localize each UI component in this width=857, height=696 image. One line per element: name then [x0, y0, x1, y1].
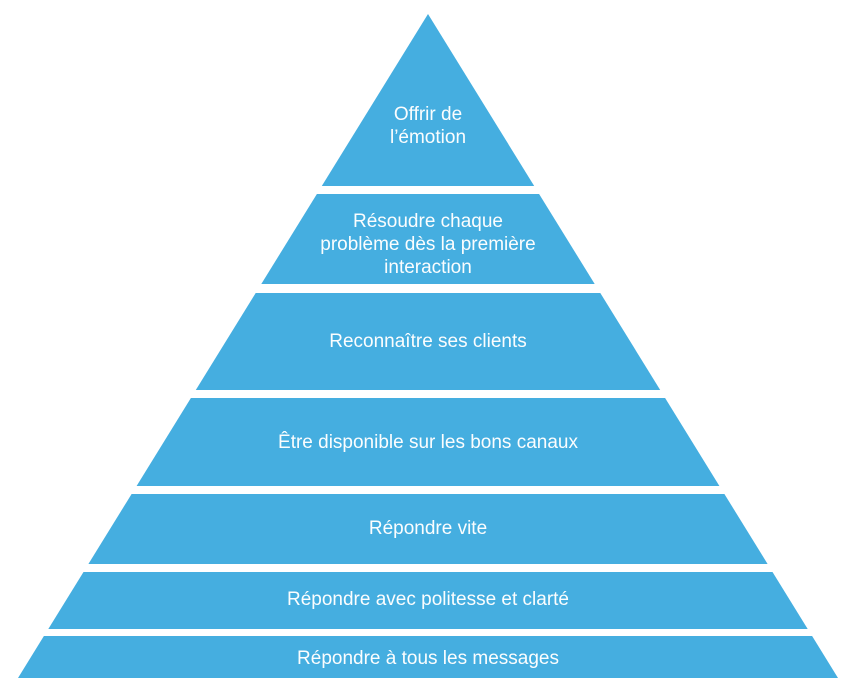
pyramid-level-6-label: Répondre avec politesse et clarté [287, 589, 569, 610]
pyramid-level-3-label: Reconnaître ses clients [329, 331, 527, 352]
pyramid-level-1-label-line-1: Offrir de [394, 104, 462, 125]
pyramid-level-7-shape [18, 636, 838, 678]
pyramid-level-2: Résoudre chaque problème dès la première… [261, 194, 595, 284]
pyramid-level-6: Répondre avec politesse et clarté [48, 572, 808, 629]
pyramid-level-3: Reconnaître ses clients [195, 293, 661, 390]
pyramid-level-3-shape [195, 293, 661, 390]
pyramid-level-7-label: Répondre à tous les messages [297, 648, 559, 669]
pyramid-level-1-label-line-2: l’émotion [390, 127, 466, 148]
pyramid-level-2-label-line-1: Résoudre chaque [353, 211, 503, 232]
pyramid-level-6-shape [48, 572, 808, 629]
pyramid-level-4: Être disponible sur les bons canaux [136, 398, 720, 486]
pyramid-level-2-shape [261, 194, 595, 284]
pyramid-level-4-label: Être disponible sur les bons canaux [278, 431, 578, 453]
pyramid-level-4-shape [136, 398, 720, 486]
pyramid-level-1-shape [321, 14, 535, 186]
pyramid-level-5-label: Répondre vite [369, 518, 487, 539]
pyramid-level-2-label-line-2: problème dès la première [320, 234, 535, 255]
pyramid-level-1: Offrir de l’émotion [321, 14, 535, 186]
pyramid-level-2-label-line-3: interaction [384, 257, 472, 278]
pyramid-level-5-shape [88, 494, 768, 564]
pyramid-level-7: Répondre à tous les messages [18, 636, 838, 678]
pyramid-level-5: Répondre vite [88, 494, 768, 564]
